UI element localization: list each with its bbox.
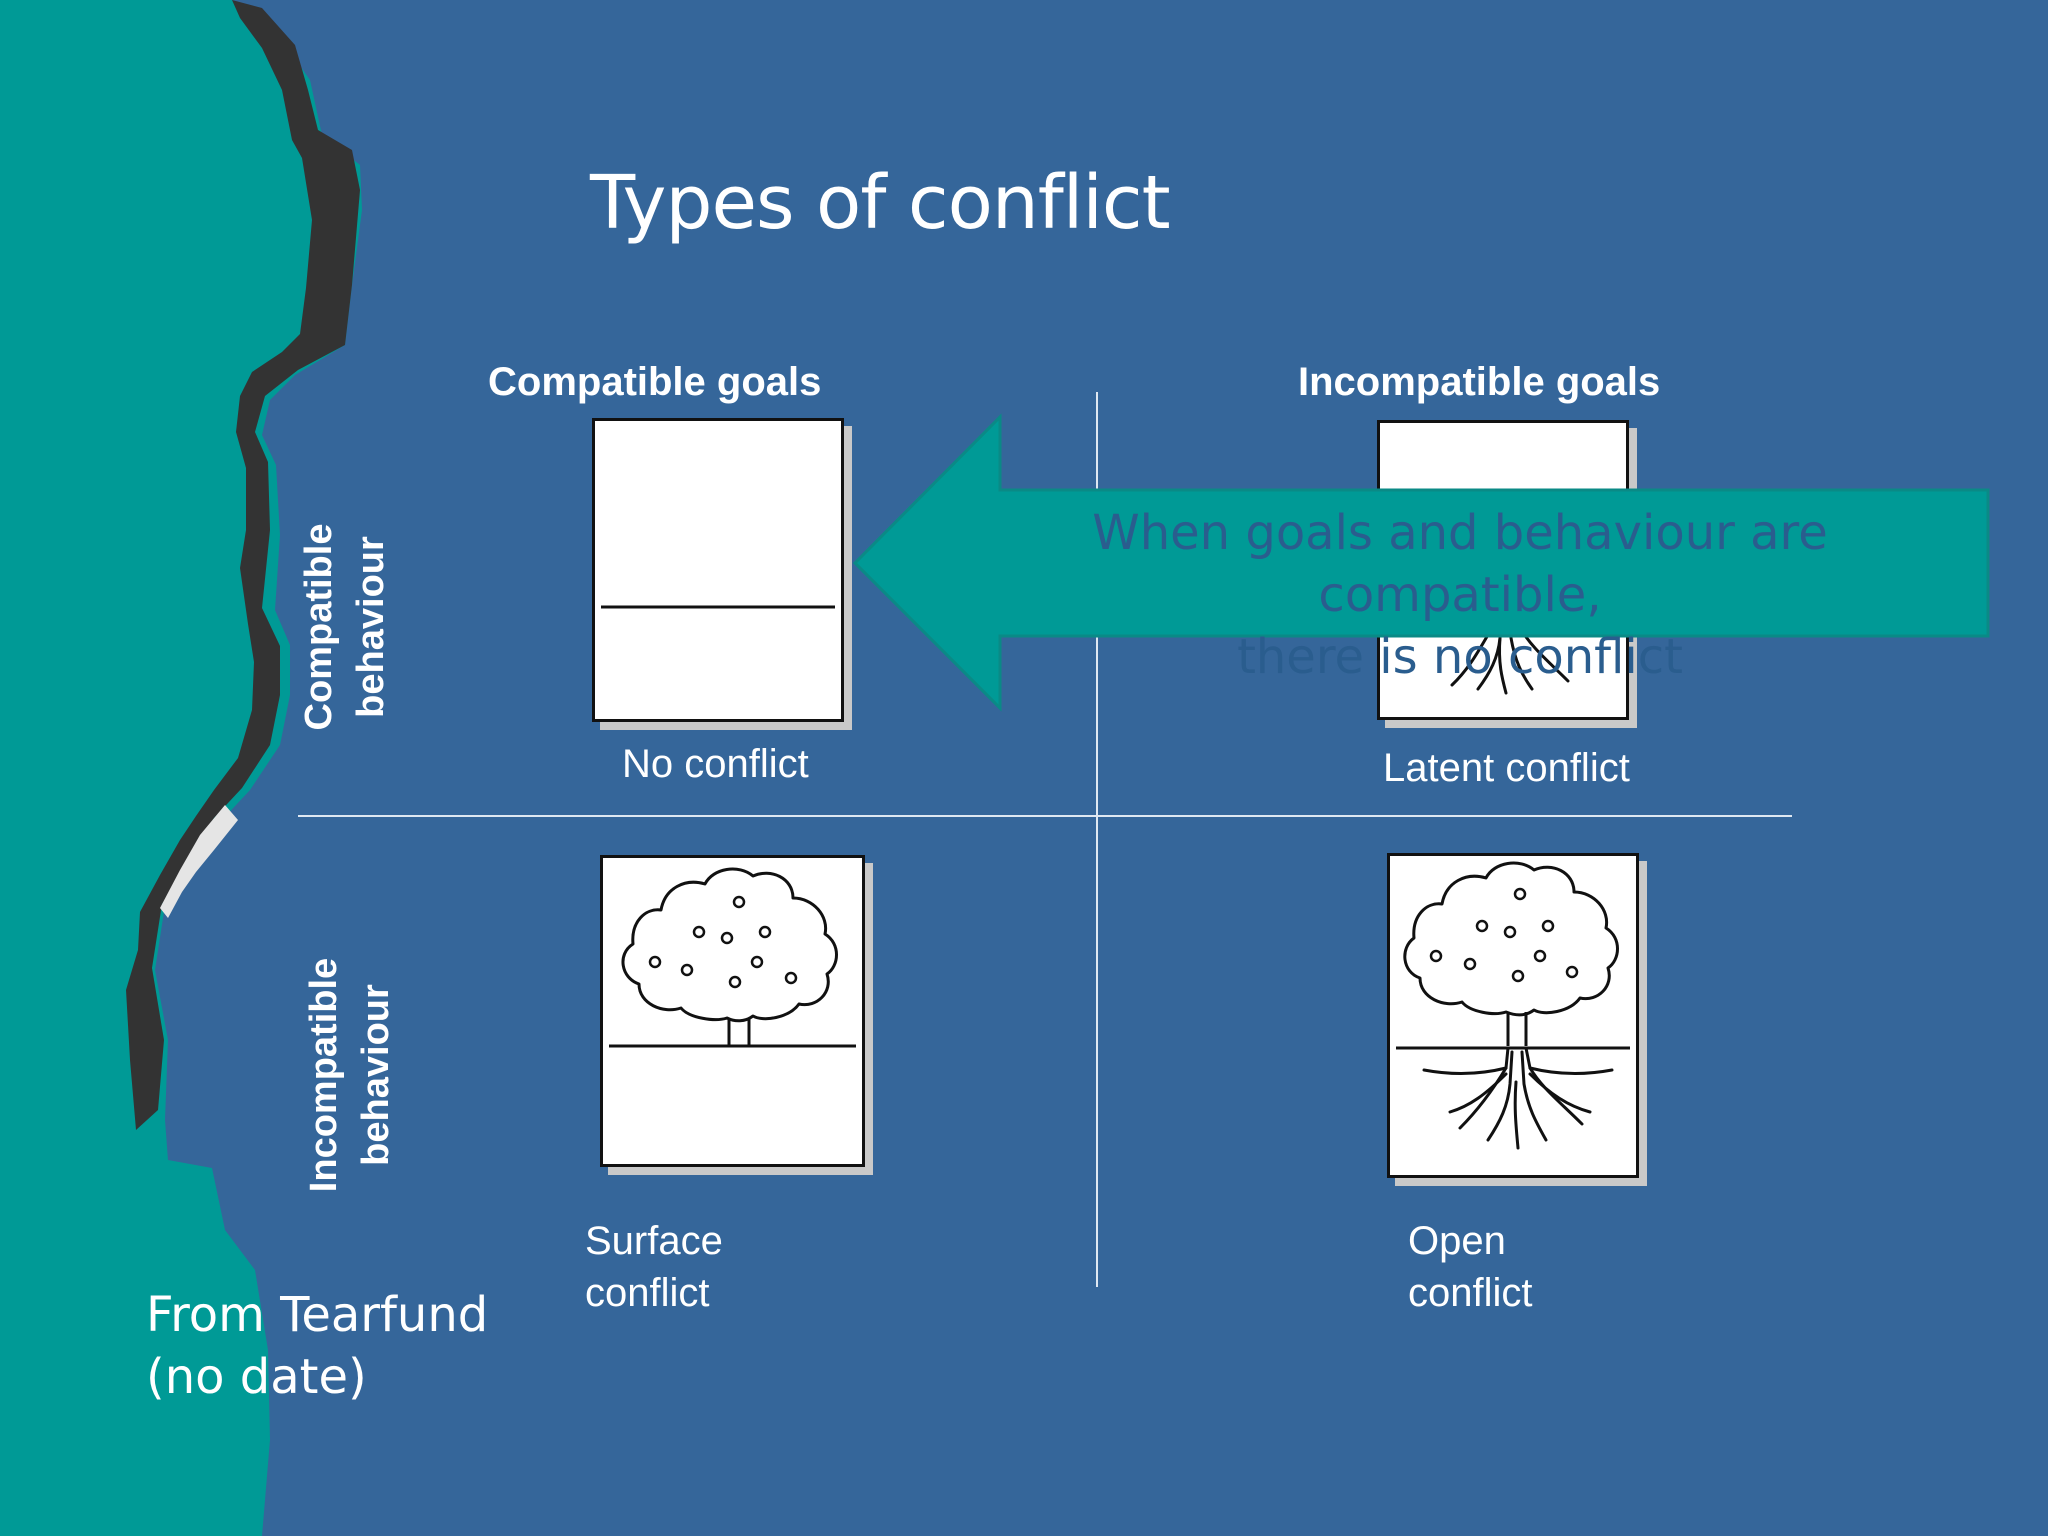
callout-line: there is no conflict bbox=[1237, 629, 1683, 685]
horizontal-divider bbox=[298, 815, 1792, 817]
caption-surface-conflict: Surface conflict bbox=[585, 1215, 723, 1319]
surface-conflict-card bbox=[600, 855, 865, 1167]
caption-line: conflict bbox=[1408, 1271, 1533, 1315]
callout-line: When goals and behaviour are compatible, bbox=[1092, 505, 1828, 623]
source-attribution: From Tearfund (no date) bbox=[146, 1284, 488, 1408]
source-line: (no date) bbox=[146, 1349, 367, 1405]
ground-line-icon bbox=[601, 605, 835, 609]
caption-line: Surface bbox=[585, 1219, 723, 1263]
source-line: From Tearfund bbox=[146, 1287, 489, 1343]
slide-title: Types of conflict bbox=[590, 160, 1171, 246]
caption-line: Open bbox=[1408, 1219, 1506, 1263]
caption-latent-conflict: Latent conflict bbox=[1383, 746, 1630, 790]
caption-open-conflict: Open conflict bbox=[1408, 1215, 1533, 1319]
column-header-incompatible-goals: Incompatible goals bbox=[1298, 360, 1661, 404]
callout-text: When goals and behaviour are compatible,… bbox=[960, 502, 1960, 688]
tree-icon bbox=[609, 867, 856, 1048]
no-conflict-card bbox=[592, 418, 844, 722]
caption-line: conflict bbox=[585, 1271, 710, 1315]
caption-no-conflict: No conflict bbox=[622, 742, 809, 786]
tree-with-roots-icon bbox=[1396, 861, 1630, 1150]
open-conflict-card bbox=[1387, 853, 1639, 1178]
vertical-divider bbox=[1096, 392, 1098, 1287]
column-header-compatible-goals: Compatible goals bbox=[488, 360, 822, 404]
